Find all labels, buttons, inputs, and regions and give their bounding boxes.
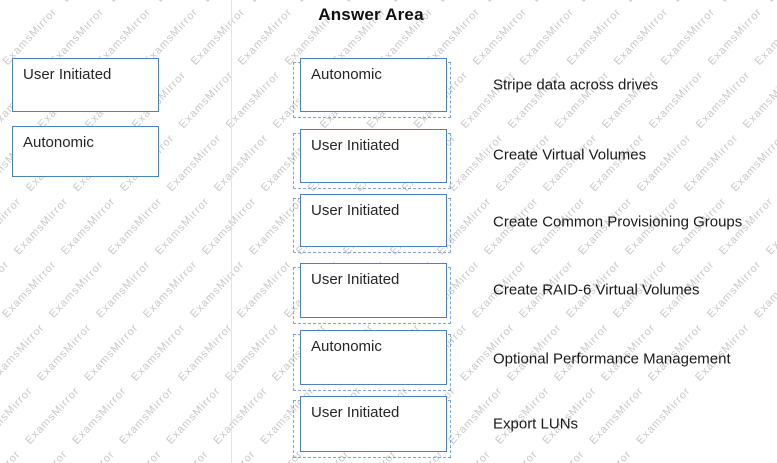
watermark-text: ExamsMirror ExamsMirror ExamsMirror Exam…: [176, 0, 777, 463]
answer-token-label: User Initiated: [311, 271, 400, 288]
answer-description: Optional Performance Management: [493, 350, 731, 368]
answer-token-label: User Initiated: [311, 202, 400, 219]
watermark-text: ExamsMirror ExamsMirror ExamsMirror Exam…: [129, 0, 777, 463]
answer-token[interactable]: User Initiated: [300, 129, 447, 183]
answer-token[interactable]: User Initiated: [300, 396, 447, 452]
watermark-text: ExamsMirror ExamsMirror ExamsMirror Exam…: [458, 0, 777, 463]
source-item-label: User Initiated: [23, 66, 112, 83]
answer-token-label: User Initiated: [311, 404, 400, 421]
answer-token-label: Autonomic: [311, 338, 382, 355]
source-item-autonomic[interactable]: Autonomic: [12, 126, 159, 177]
source-item-user-initiated[interactable]: User Initiated: [12, 58, 159, 112]
page-title: Answer Area: [318, 5, 424, 24]
answer-description: Stripe data across drives: [493, 76, 659, 94]
answer-token[interactable]: User Initiated: [300, 194, 447, 247]
answer-token[interactable]: User Initiated: [300, 263, 447, 318]
answer-description: Create Virtual Volumes: [493, 146, 647, 164]
answer-token-label: User Initiated: [311, 137, 400, 154]
answer-token[interactable]: Autonomic: [300, 330, 447, 385]
watermark-text: ExamsMirror ExamsMirror ExamsMirror Exam…: [411, 0, 777, 463]
answer-description: Create RAID-6 Virtual Volumes: [493, 281, 700, 299]
answer-token-label: Autonomic: [311, 66, 382, 83]
answer-description: Create Common Provisioning Groups: [493, 213, 743, 231]
column-divider: [231, 0, 232, 463]
answer-token[interactable]: Autonomic: [300, 58, 447, 112]
answer-description: Export LUNs: [493, 415, 579, 433]
source-item-label: Autonomic: [23, 134, 94, 151]
